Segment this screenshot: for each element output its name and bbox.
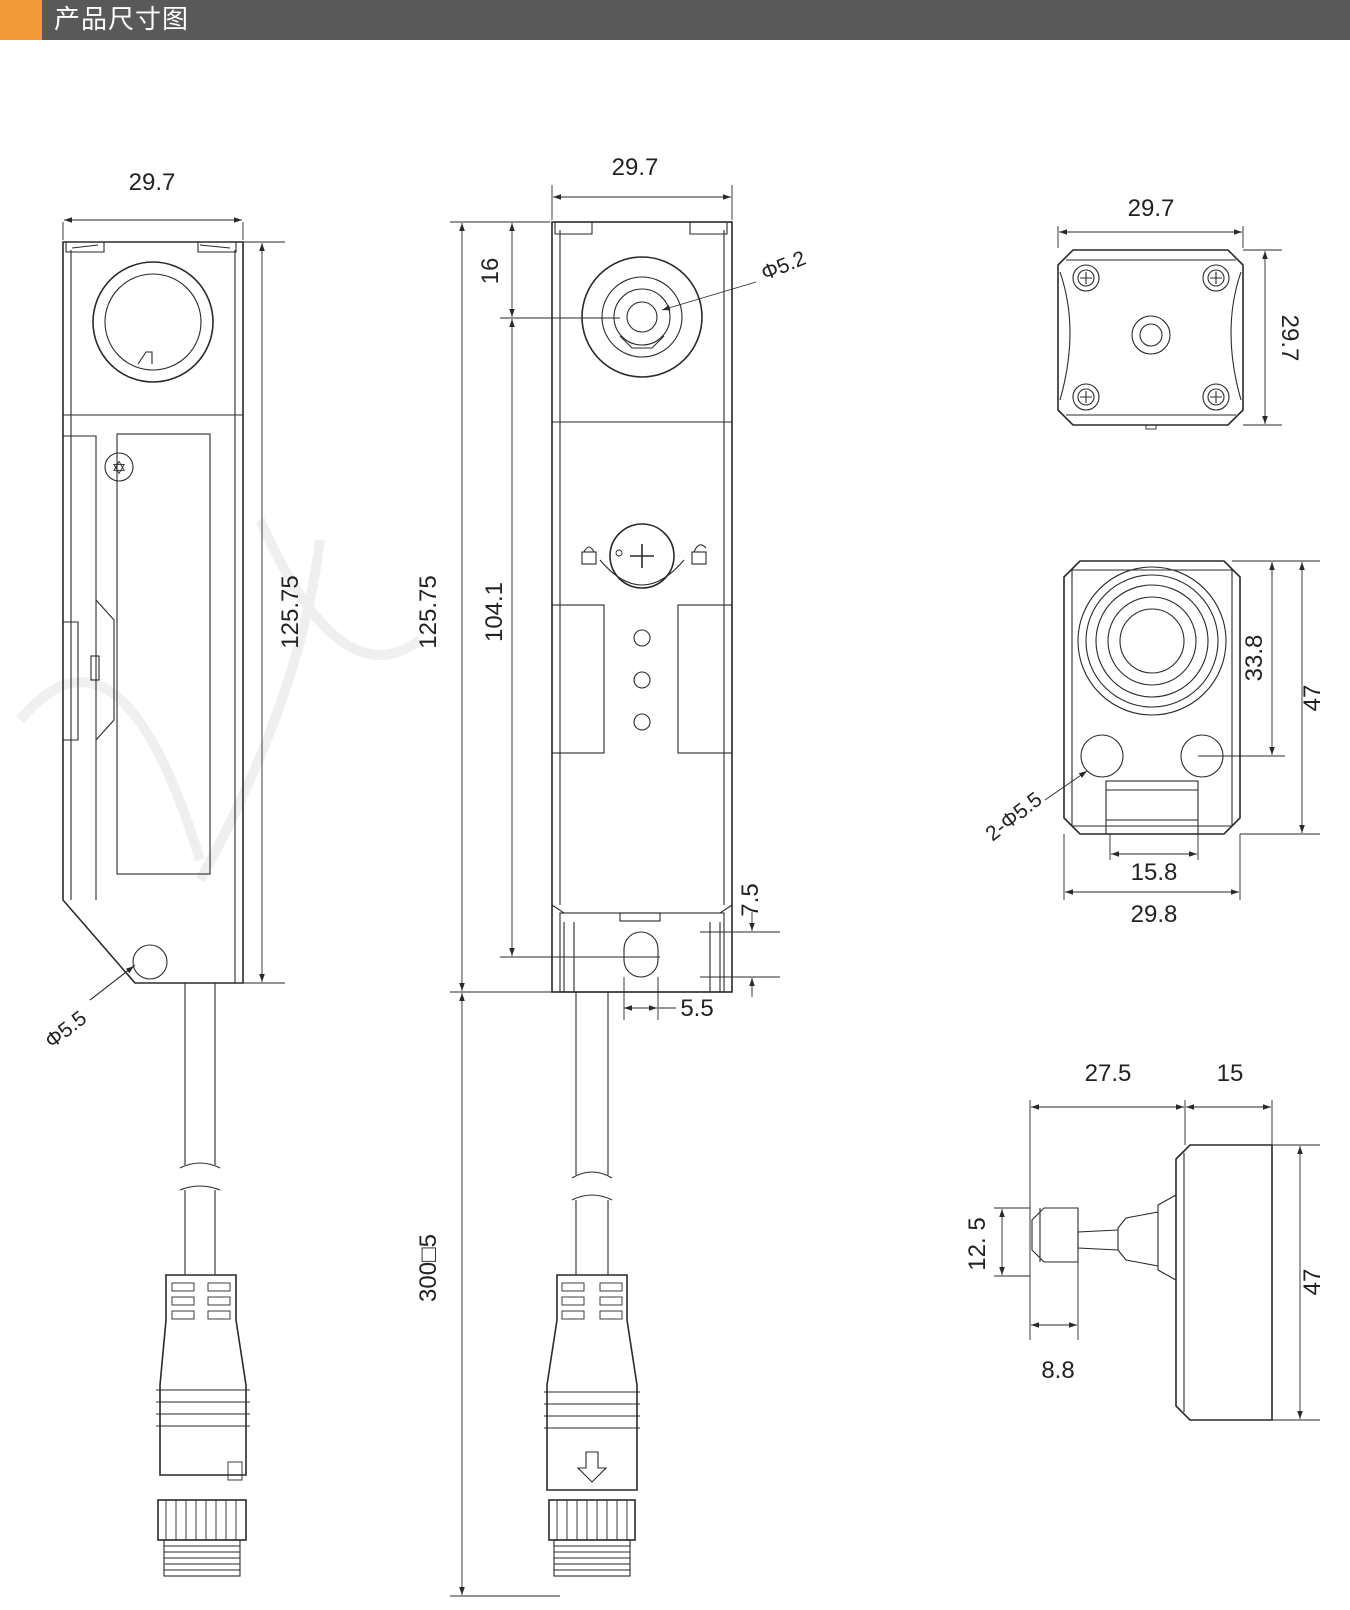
- section-header: 产品尺寸图: [0, 0, 1350, 40]
- front-width-label: 29.7: [612, 154, 659, 181]
- section-title: 产品尺寸图: [54, 5, 190, 35]
- front-top-offset-label: 16: [477, 258, 504, 285]
- front-view: [450, 185, 780, 1597]
- front-head-dia-label: Φ5.2: [758, 247, 809, 286]
- profile-body-height-label: 47: [1299, 1269, 1326, 1296]
- side-view: ✡: [62, 217, 285, 1577]
- profile-knob-depth-label: 8.8: [1041, 1357, 1074, 1384]
- front-body-height-label: 104.1: [481, 582, 508, 642]
- bottom-slot-width-label: 15.8: [1131, 859, 1178, 886]
- watermark: [16, 517, 423, 883]
- bottom-holes-label: 2-Φ5.5: [981, 788, 1046, 846]
- top-view: [1057, 226, 1282, 430]
- profile-length-a-label: 27.5: [1085, 1060, 1132, 1087]
- side-height-label: 125.75: [277, 575, 304, 648]
- top-width-label: 29.7: [1128, 195, 1175, 222]
- front-total-height-label: 125.75: [415, 575, 442, 648]
- bottom-outer-height-label: 47: [1299, 685, 1326, 712]
- profile-knob-height-label: 12. 5: [964, 1217, 991, 1270]
- bottom-view: [1044, 560, 1320, 900]
- svg-text:✡: ✡: [111, 458, 126, 479]
- slot-width-label: 5.5: [680, 995, 713, 1022]
- bottom-inner-height-label: 33.8: [1241, 635, 1268, 682]
- slot-height-label: 7.5: [737, 883, 764, 916]
- profile-length-b-label: 15: [1217, 1060, 1244, 1087]
- side-hole-label: Φ5.5: [41, 1007, 91, 1053]
- bottom-total-width-label: 29.8: [1131, 901, 1178, 928]
- cable-length-label: 300□5: [415, 1234, 442, 1302]
- header-accent-bar: [0, 0, 42, 40]
- top-height-label: 29.7: [1276, 315, 1303, 362]
- side-width-label: 29.7: [129, 169, 176, 196]
- profile-view: [994, 1100, 1320, 1421]
